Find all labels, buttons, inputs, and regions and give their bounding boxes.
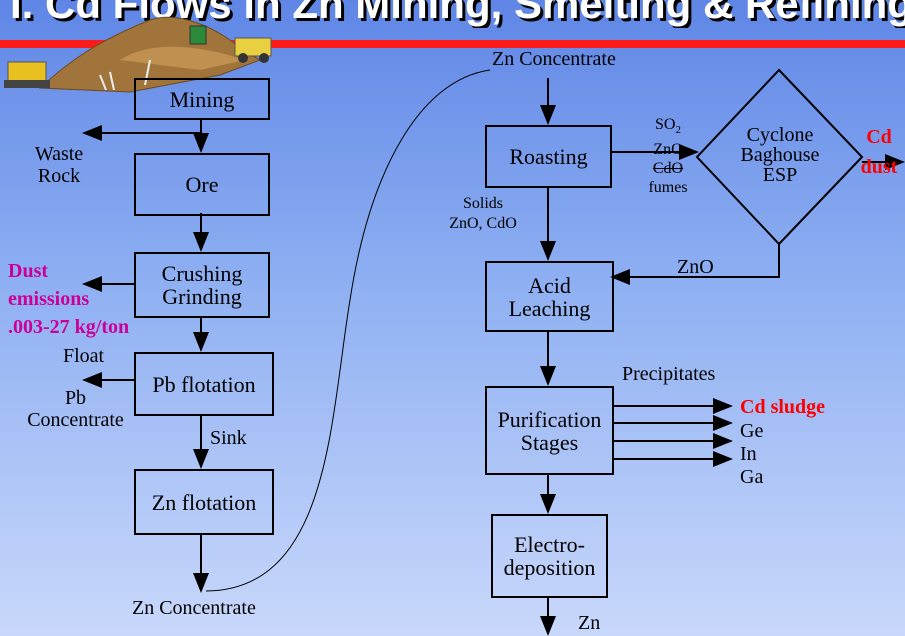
cdo-fume-label: CdO — [652, 160, 684, 178]
dust-rate-label: .003-27 kg/ton — [8, 316, 130, 338]
mining-box: Mining — [134, 78, 270, 120]
fumes-label: fumes — [648, 179, 688, 197]
pb-concentrate-label: Pb Concentrate — [13, 387, 138, 431]
zno-return-label: ZnO — [677, 256, 714, 278]
arrow-zno-return — [610, 243, 780, 285]
bulldozer-icon — [7, 61, 47, 83]
acid-label: Acid — [528, 272, 571, 298]
cd-dust-label: Cd dust — [855, 122, 903, 182]
grinding-label: Grinding — [162, 284, 242, 309]
sink-label: Sink — [210, 427, 247, 449]
purification-label: Purification — [497, 406, 602, 432]
in-label: In — [740, 443, 757, 465]
mining-clipart — [4, 16, 272, 93]
ge-label: Ge — [740, 420, 764, 442]
roasting-box: Roasting — [485, 125, 612, 188]
cd-sludge-label: Cd sludge — [740, 396, 826, 418]
cd-text: Cd — [866, 126, 892, 148]
pb-label: Pb — [64, 387, 87, 409]
mining-label: Mining — [169, 86, 235, 112]
zn-concentrate-bottom-label: Zn Concentrate — [132, 597, 256, 619]
deposition-label: deposition — [503, 555, 596, 580]
worker-icon — [189, 25, 207, 45]
stages-label: Stages — [520, 429, 579, 455]
pb-flotation-box: Pb flotation — [134, 352, 274, 416]
electrodeposition-box: Electro- deposition — [491, 514, 608, 598]
solids-label: Solids ZnO, CdO — [430, 194, 536, 234]
electro-label: Electro- — [514, 532, 585, 557]
zn-output-label: Zn — [578, 612, 601, 634]
truck-icon — [234, 37, 272, 57]
ore-label: Ore — [185, 172, 219, 197]
zno-fume-label: ZnO — [653, 141, 683, 159]
crushing-box: Crushing Grinding — [134, 252, 270, 318]
esp-text: ESP — [762, 164, 798, 186]
crushing-label: Crushing — [161, 261, 243, 286]
so2-label: SO2 — [655, 116, 681, 137]
cyclone-diamond — [695, 68, 864, 246]
header-bar — [0, 40, 905, 48]
waste-rock-label: Waste Rock — [24, 143, 94, 187]
zn-concentrate-top-label: Zn Concentrate — [492, 48, 616, 70]
precipitates-label: Precipitates — [622, 363, 716, 385]
cyclone-label: Cyclone Baghouse ESP — [721, 125, 839, 185]
baghouse-text: Baghouse — [740, 144, 820, 166]
fume-labels: SO2 ZnO CdO fumes — [640, 115, 696, 197]
dust-label: Dust — [8, 260, 49, 282]
pb-flotation-label: Pb flotation — [152, 371, 256, 397]
concentrate-label: Concentrate — [27, 409, 124, 431]
ore-box: Ore — [134, 153, 270, 216]
emissions-label: emissions — [8, 288, 90, 310]
waste-label: Waste — [34, 143, 84, 165]
connector-curve — [205, 69, 491, 592]
zn-flotation-box: Zn flotation — [134, 469, 274, 535]
leaching-label: Leaching — [508, 295, 591, 321]
purification-box: Purification Stages — [485, 386, 614, 475]
acid-leaching-box: Acid Leaching — [485, 261, 614, 332]
ga-label: Ga — [740, 466, 764, 488]
cyclone-text: Cyclone — [746, 124, 814, 146]
dust-text: dust — [860, 156, 898, 178]
solids-oxides-text: ZnO, CdO — [449, 215, 517, 232]
roasting-label: Roasting — [509, 144, 588, 169]
dust-emissions-label: Dust emissions .003-27 kg/ton — [8, 257, 129, 341]
solids-text: Solids — [462, 195, 503, 212]
rock-label: Rock — [37, 165, 81, 187]
zn-flotation-label: Zn flotation — [151, 489, 257, 515]
float-label: Float — [63, 345, 105, 367]
